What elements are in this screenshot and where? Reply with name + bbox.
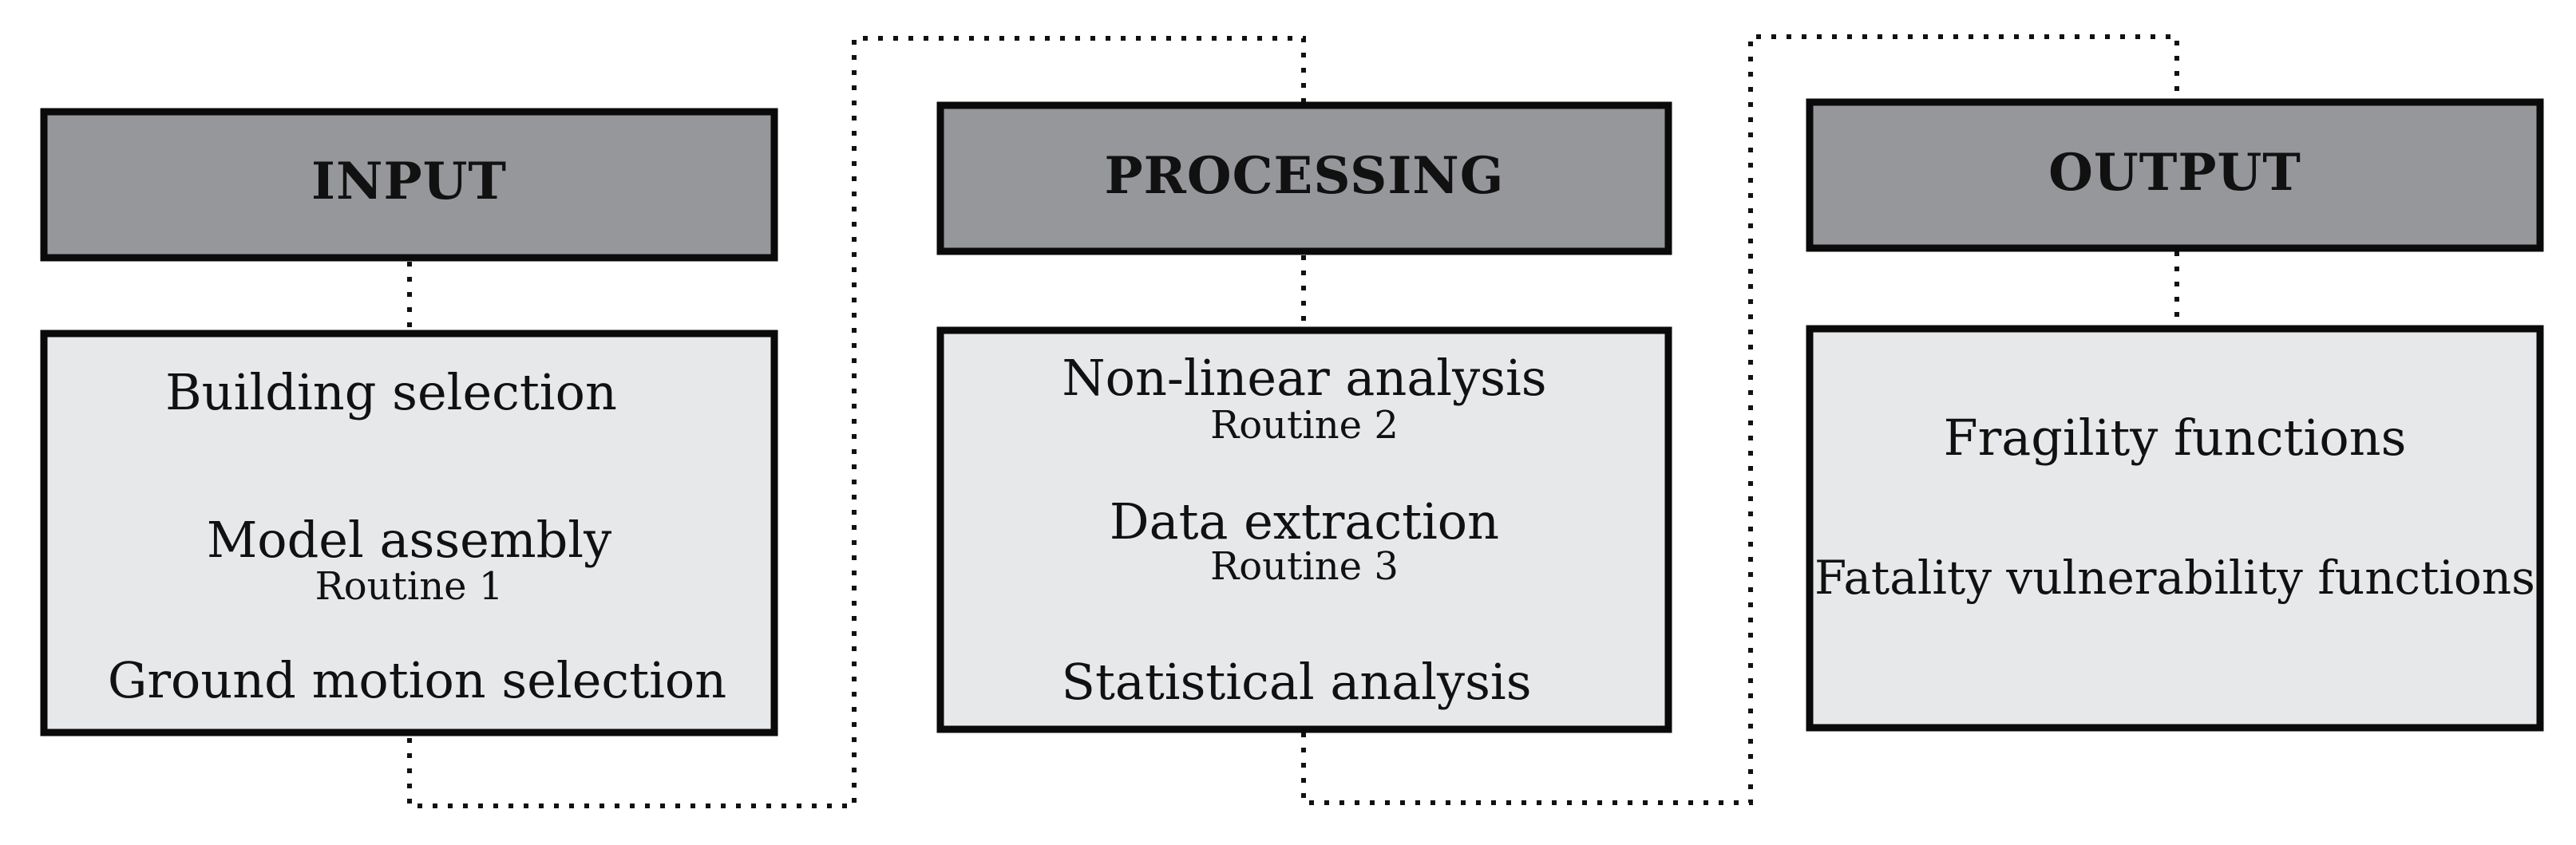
processing-step-nonlinear-analysis: Non-linear analysis	[1062, 349, 1547, 407]
processing-body-box	[936, 326, 1672, 733]
processing-step-data-extraction-routine: Routine 3	[1210, 544, 1399, 589]
input-header-box	[40, 108, 778, 262]
input-header-title: INPUT	[311, 152, 507, 211]
output-body-box	[1806, 325, 2544, 732]
output-step-fatality-vulnerability-functions: Fatality vulnerability functions	[1814, 551, 2535, 605]
processing-header-title: PROCESSING	[1104, 146, 1505, 206]
input-step-building-selection: Building selection	[165, 363, 617, 421]
connector-input-to-processing	[407, 36, 1306, 808]
processing-step-data-extraction: Data extraction	[1109, 492, 1500, 551]
input-step-model-assembly-routine: Routine 1	[315, 564, 504, 609]
output-header-box	[1806, 98, 2544, 252]
processing-header-box	[936, 101, 1672, 255]
input-step-model-assembly: Model assembly	[206, 511, 612, 569]
output-step-fragility-functions: Fragility functions	[1943, 409, 2407, 467]
input-body-box	[40, 330, 778, 736]
processing-step-statistical-analysis: Statistical analysis	[1061, 653, 1532, 711]
input-step-ground-motion-selection: Ground motion selection	[107, 651, 727, 709]
output-header-title: OUTPUT	[2048, 143, 2301, 203]
processing-step-nonlinear-routine: Routine 2	[1210, 403, 1399, 448]
